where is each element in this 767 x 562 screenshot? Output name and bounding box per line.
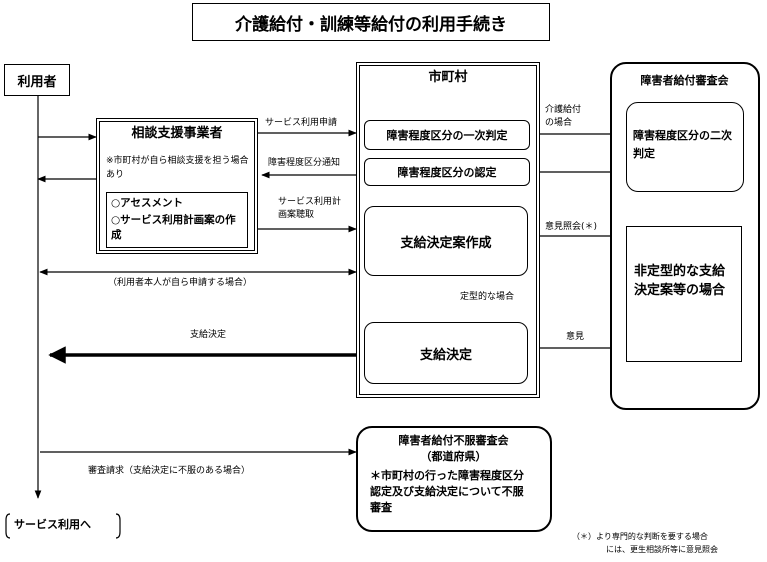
- bracket-left: [5, 513, 11, 539]
- consult-bullet-1: ○アセスメント: [111, 197, 183, 209]
- step-primary-judgment: 障害程度区分の一次判定: [364, 120, 530, 150]
- label-decision: 支給決定: [190, 330, 227, 340]
- council-nonstandard-label: 非定型的な支給決定案等の場合: [634, 264, 726, 298]
- step-benefit-decision: 支給決定: [364, 322, 528, 384]
- page-title: 介護給付・訓練等給付の利用手続き: [192, 3, 550, 41]
- consult-inner-box: ○アセスメント ○サービス利用計画案の作成: [106, 192, 248, 248]
- user-label: 利用者: [17, 74, 57, 90]
- consult-note: ※市町村が自ら相談支援を担う場合あり: [106, 156, 249, 180]
- label-opinion-request: 意見照会(＊): [545, 222, 598, 232]
- page-title-text: 介護給付・訓練等給付の利用手続き: [235, 14, 507, 35]
- step-level-certification-label: 障害程度区分の認定: [397, 166, 497, 179]
- consult-bullet-2: ○サービス利用計画案の作成: [111, 214, 236, 242]
- consult-box: 相談支援事業者 ※市町村が自ら相談支援を担う場合あり ○アセスメント ○サービス…: [96, 118, 258, 254]
- footnote-line-1: （＊）より専門的な判断を要する場合: [572, 532, 708, 541]
- user-box: 利用者: [4, 64, 70, 96]
- step-primary-judgment-label: 障害程度区分の一次判定: [386, 129, 508, 142]
- appeal-council-box: 障害者給付不服審査会 （都道府県） ＊市町村の行った障害程度区分認定及び支給決定…: [356, 426, 552, 532]
- label-care-benefit: 介護給付の場合: [545, 105, 582, 128]
- label-self-apply: （利用者本人が自ら申請する場合）: [108, 278, 253, 288]
- label-opinion: 意見: [566, 332, 585, 342]
- step-benefit-decision-label: 支給決定: [419, 347, 472, 363]
- appeal-title: 障害者給付不服審査会: [398, 434, 509, 447]
- footnote-line-2: には、更生相談所等に意見照会: [606, 545, 718, 554]
- step-level-certification: 障害程度区分の認定: [364, 158, 530, 186]
- bracket-right: [115, 513, 121, 539]
- council-secondary-label: 障害程度区分の二次判定: [633, 129, 732, 160]
- label-appeal-request: 審査請求（支給決定に不服のある場合）: [88, 466, 251, 476]
- label-service-apply: サービス利用申請: [265, 118, 338, 128]
- municipality-title: 市町村: [428, 70, 468, 85]
- step-draft-decision: 支給決定案作成: [364, 206, 528, 276]
- council-secondary-judgment: 障害程度区分の二次判定: [626, 102, 744, 192]
- label-standard-case: 定型的な場合: [460, 292, 515, 302]
- step-draft-decision-label: 支給決定案作成: [400, 235, 492, 251]
- council-title: 障害者給付審査会: [640, 74, 729, 87]
- appeal-body: ＊市町村の行った障害程度区分認定及び支給決定について不服審査: [370, 469, 524, 514]
- appeal-subtitle: （都道府県）: [420, 450, 487, 463]
- label-plan-hearing: サービス利用計画案聴取: [278, 197, 342, 221]
- label-level-notice: 障害程度区分通知: [268, 158, 341, 168]
- council-nonstandard: 非定型的な支給決定案等の場合: [626, 226, 742, 362]
- label-to-service: サービス利用へ: [14, 518, 91, 531]
- consult-title: 相談支援事業者: [131, 126, 223, 141]
